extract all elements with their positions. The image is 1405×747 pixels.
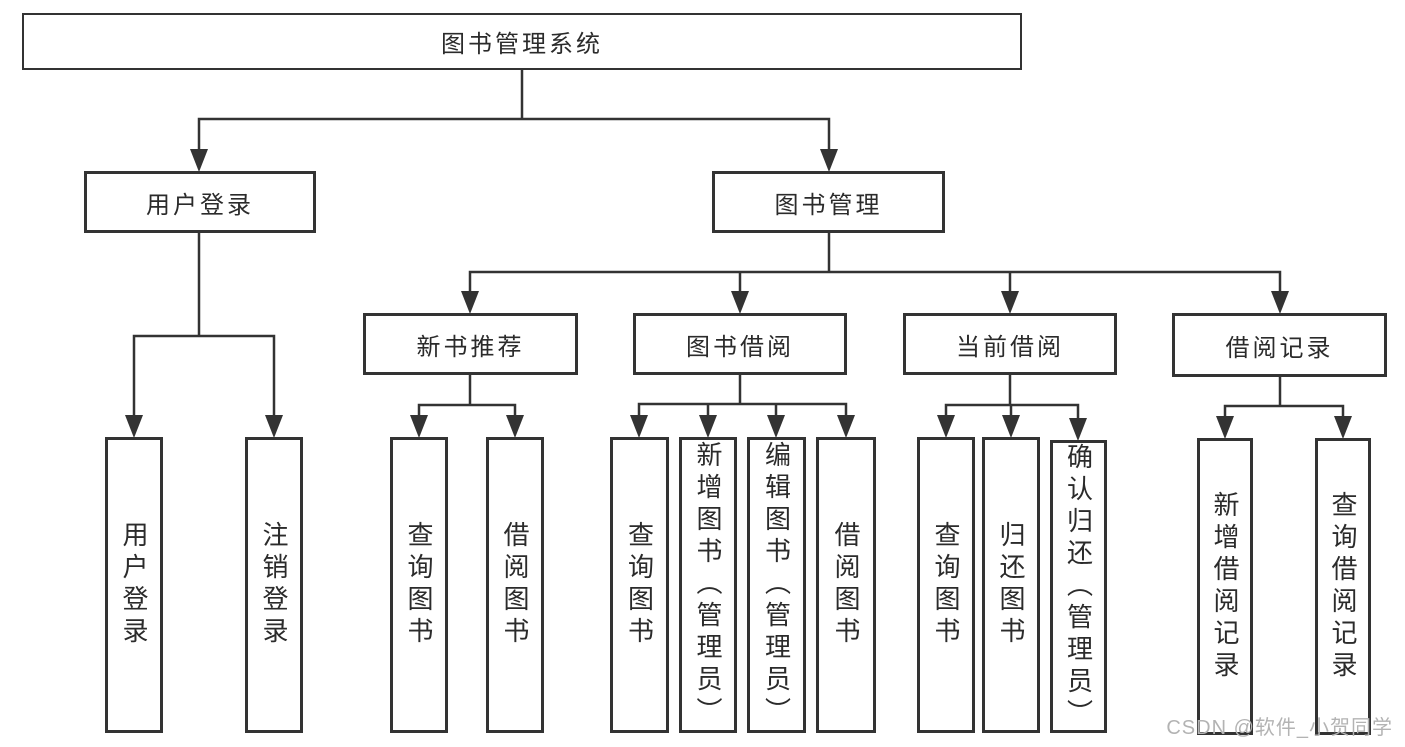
node-label: 借阅图书 <box>831 521 861 649</box>
node-nbr-borrow-book: 借阅图书 <box>486 437 544 733</box>
node-label: 查询图书 <box>404 521 434 649</box>
node-label: 查询图书 <box>624 521 655 649</box>
node-label: 借阅记录 <box>1225 334 1334 362</box>
node-br-add-record: 新增借阅记录 <box>1197 438 1253 735</box>
node-book-borrow: 图书借阅 <box>633 313 847 375</box>
node-nbr-query-book: 查询图书 <box>390 437 448 733</box>
node-leaf-user-login: 用户登录 <box>105 437 163 733</box>
node-label: 查询借阅记录 <box>1328 490 1358 683</box>
node-root: 图书管理系统 <box>22 13 1022 70</box>
node-label: 当前借阅 <box>956 333 1064 361</box>
node-bb-query-book: 查询图书 <box>610 437 669 733</box>
node-user-login: 用户登录 <box>84 171 316 233</box>
node-label: 注销登录 <box>259 521 289 649</box>
node-book-mgmt: 图书管理 <box>712 171 945 233</box>
node-label: 借阅图书 <box>500 521 530 649</box>
node-cb-query-book: 查询图书 <box>917 437 975 733</box>
node-current-borrow: 当前借阅 <box>903 313 1117 375</box>
node-label: 用户登录 <box>146 191 254 219</box>
node-label: 新书推荐 <box>416 333 525 361</box>
node-label: 查询图书 <box>931 521 961 649</box>
node-label: 确认归还（管理员） <box>1063 442 1094 731</box>
node-leaf-logout: 注销登录 <box>245 437 303 733</box>
node-label: 编辑图书（管理员） <box>761 441 792 729</box>
node-label: 图书借阅 <box>686 333 794 361</box>
node-bb-add-book: 新增图书（管理员） <box>679 437 737 733</box>
node-br-query-record: 查询借阅记录 <box>1315 438 1371 735</box>
node-bb-edit-book: 编辑图书（管理员） <box>747 437 806 733</box>
node-cb-return-book: 归还图书 <box>982 437 1040 733</box>
node-bb-borrow-book: 借阅图书 <box>816 437 876 733</box>
node-cb-confirm-return: 确认归还（管理员） <box>1050 440 1107 733</box>
node-borrow-records: 借阅记录 <box>1172 313 1387 377</box>
watermark: CSDN @软件_小贺同学 <box>1166 717 1393 739</box>
node-label: 图书管理 <box>774 191 883 219</box>
node-label: 用户登录 <box>119 521 149 649</box>
node-label: 新增图书（管理员） <box>693 441 723 729</box>
node-new-book-rec: 新书推荐 <box>363 313 578 375</box>
node-label: 图书管理系统 <box>441 31 603 58</box>
node-label: 归还图书 <box>996 521 1026 649</box>
node-label: 新增借阅记录 <box>1210 490 1240 683</box>
